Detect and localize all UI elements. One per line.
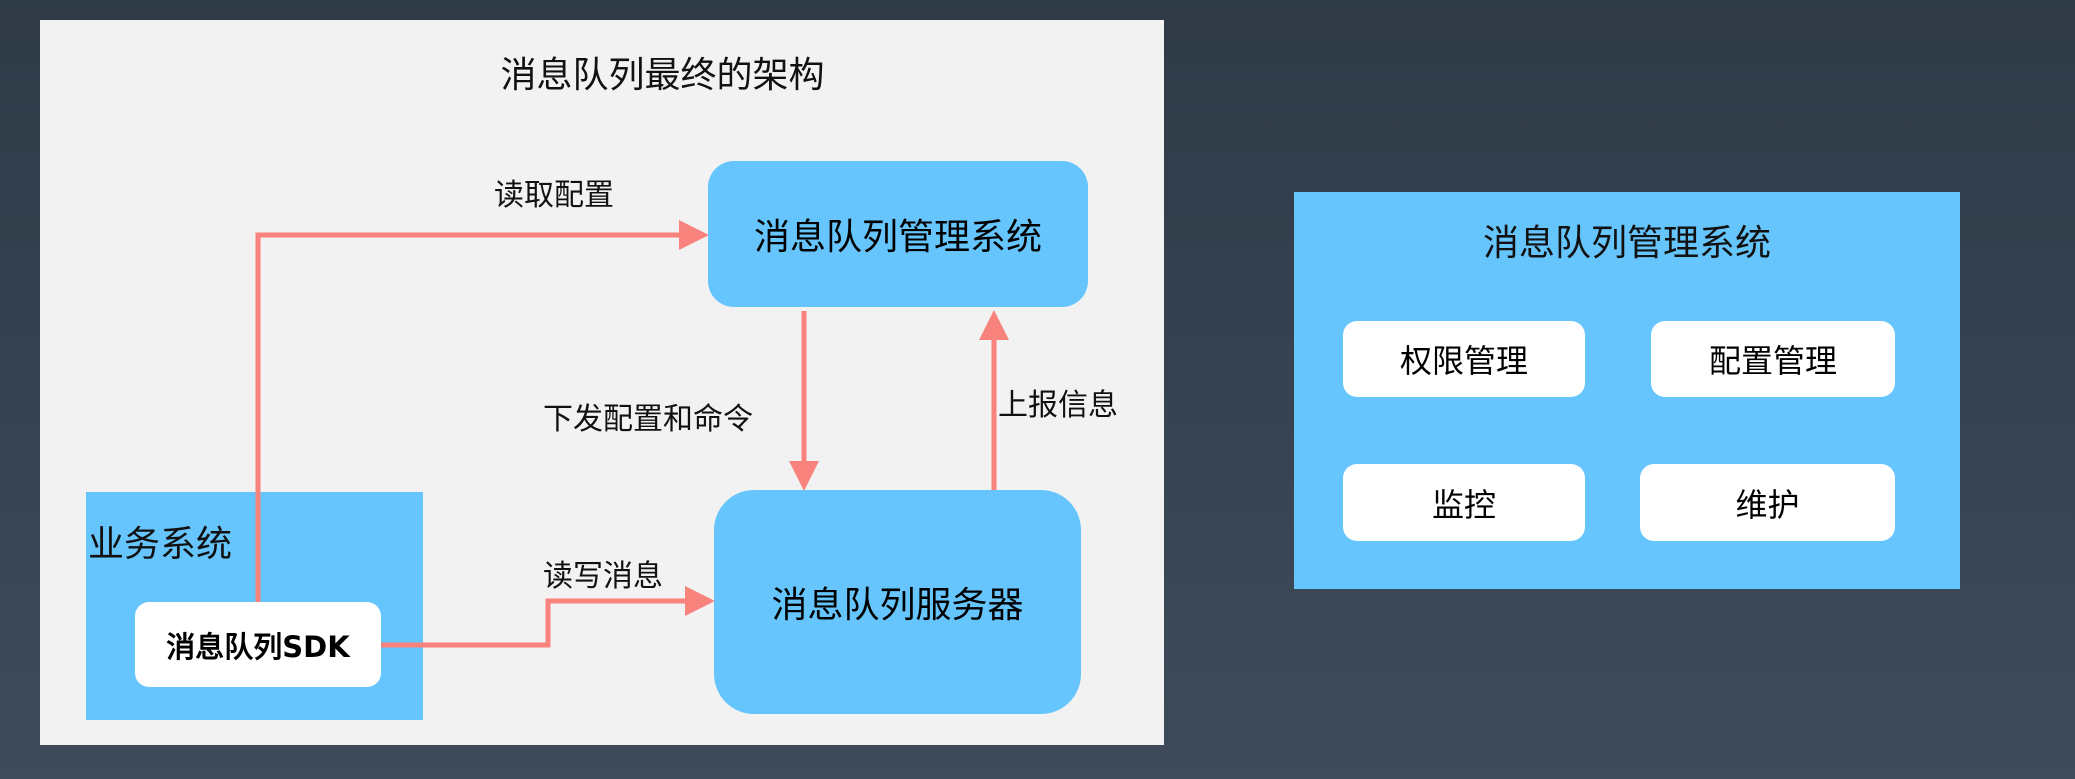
arrow-read-write <box>381 586 715 648</box>
label-dispatch: 下发配置和命令 <box>543 402 753 437</box>
queue-server-box: 消息队列服务器 <box>714 490 1081 714</box>
business-system-label: 业务系统 <box>88 524 233 565</box>
management-detail-title: 消息队列管理系统 <box>1482 223 1771 264</box>
management-system-label: 消息队列管理系统 <box>753 217 1042 258</box>
sdk-box: 消息队列SDK <box>135 602 381 687</box>
diagram-title: 消息队列最终的架构 <box>500 55 825 96</box>
module-permission: 权限管理 <box>1343 321 1585 397</box>
module-label: 配置管理 <box>1708 342 1837 380</box>
module-label: 权限管理 <box>1399 342 1528 380</box>
module-label: 维护 <box>1735 485 1800 524</box>
arrow-read-config <box>255 220 709 602</box>
queue-server-label: 消息队列服务器 <box>771 585 1024 626</box>
label-read-write: 读写消息 <box>543 559 663 594</box>
management-system-box: 消息队列管理系统 <box>708 161 1088 307</box>
label-read-config: 读取配置 <box>494 178 614 213</box>
label-report: 上报信息 <box>998 388 1118 423</box>
module-label: 监控 <box>1431 485 1496 524</box>
module-maintenance: 维护 <box>1640 464 1895 541</box>
module-config: 配置管理 <box>1651 321 1895 397</box>
sdk-label: 消息队列SDK <box>166 629 350 664</box>
module-monitoring: 监控 <box>1343 464 1585 541</box>
